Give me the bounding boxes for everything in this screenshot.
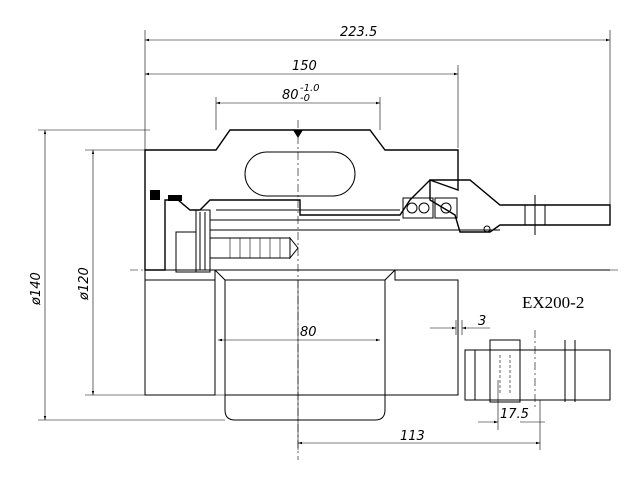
roller-section [144,129,611,273]
bolt-threads [229,238,281,258]
roller-outline [144,269,611,421]
dim-dia-120: ø120 [77,267,92,301]
model-label: EX200-2 [522,293,584,312]
dim-150: 150 [292,59,317,74]
dim-80-top: 80 [282,88,299,103]
dim-3: 3 [478,314,486,329]
dim-80-flange: 80 [300,325,317,340]
dim-80-tol-lower: -0 [300,93,310,104]
dimension-labels: 223.5 150 80 -1.0 -0 80 113 3 17.5 ø140 … [29,25,584,444]
dim-17-5: 17.5 [500,407,529,422]
dim-dia-140: ø140 [29,272,44,306]
dim-80-tol-upper: -1.0 [300,83,320,94]
dim-223-5: 223.5 [340,25,377,40]
dimension-lines [38,30,611,450]
center-lines [130,120,620,460]
dim-113: 113 [400,429,425,444]
lube-marker-icon [293,130,303,138]
